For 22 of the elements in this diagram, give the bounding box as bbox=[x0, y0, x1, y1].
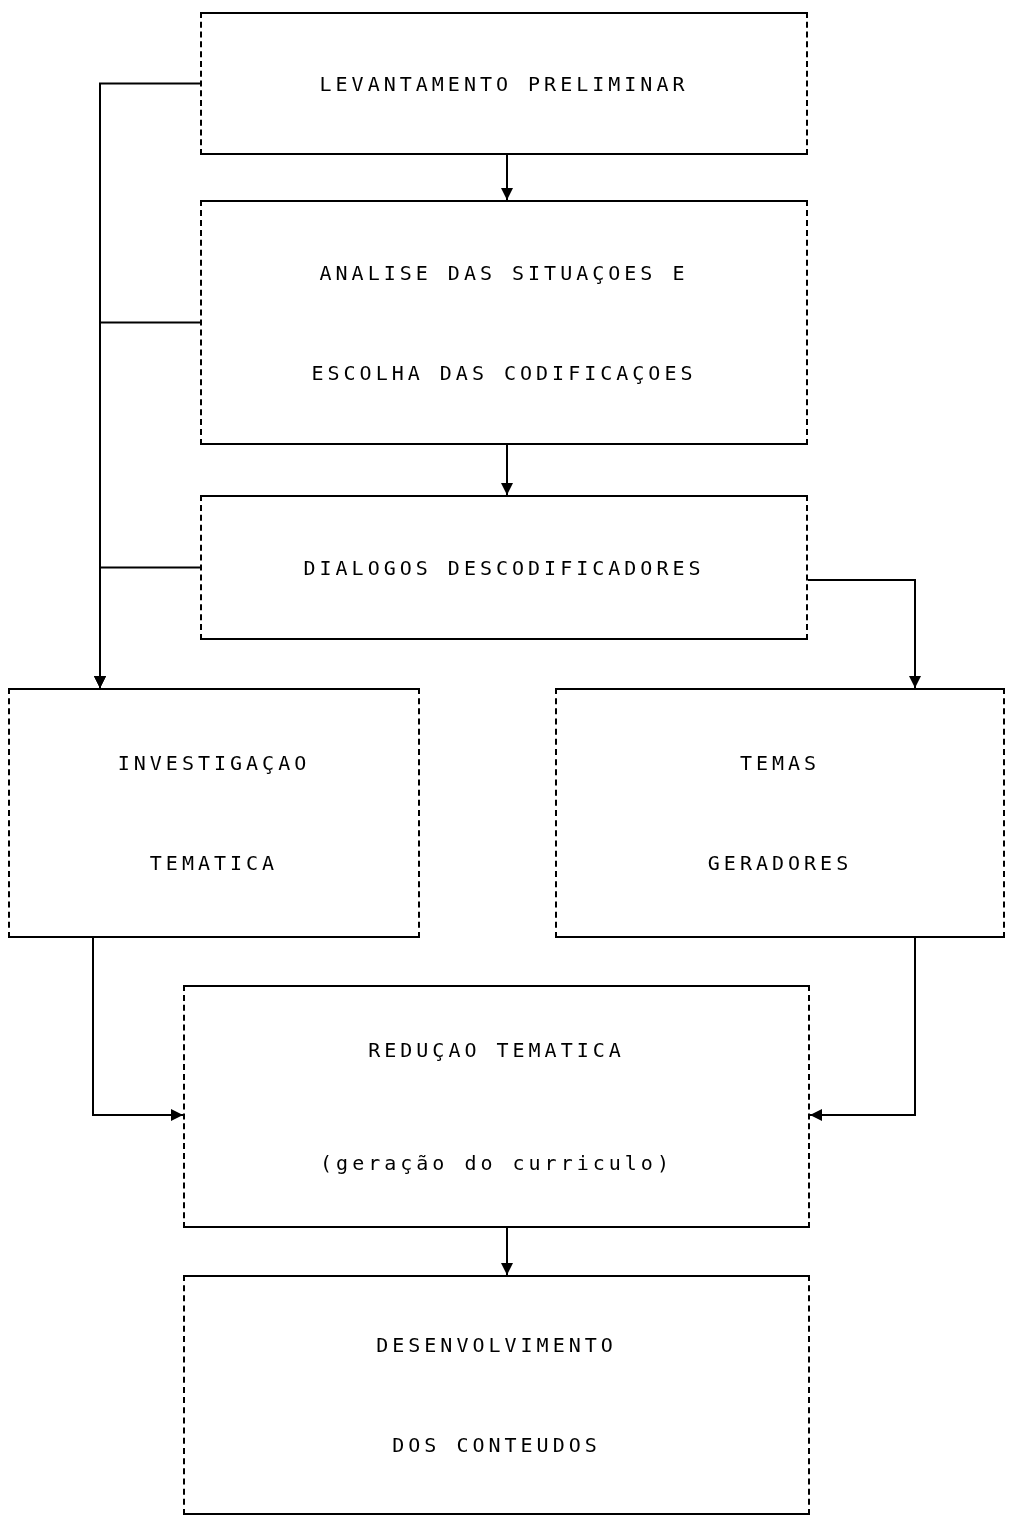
node-label: (geração do curriculo) bbox=[319, 1150, 674, 1177]
process-box bbox=[200, 495, 808, 640]
arrow bbox=[809, 937, 916, 1121]
node-label: LEVANTAMENTO PRELIMINAR bbox=[318, 70, 690, 98]
node-label: ANALISE DAS SITUAÇOES E ESCOLHA DAS CODIFICAÇOES bbox=[310, 259, 698, 387]
process-box bbox=[183, 985, 810, 1228]
process-box bbox=[8, 688, 420, 938]
process-box bbox=[200, 12, 808, 155]
node-label: DIALOGOS DESCODIFICADORES bbox=[302, 554, 706, 582]
arrow bbox=[501, 1227, 513, 1276]
arrow bbox=[807, 579, 921, 689]
process-box bbox=[555, 688, 1005, 938]
node-label: REDUÇAO TEMATICA bbox=[367, 1037, 626, 1064]
node-label: INVESTIGAÇAO TEMATICA bbox=[116, 750, 312, 877]
process-box bbox=[200, 200, 808, 445]
node-label: DESENVOLVIMENTO DOS CONTEUDOS bbox=[375, 1332, 618, 1459]
process-box bbox=[183, 1275, 810, 1515]
arrow bbox=[501, 154, 513, 201]
arrow bbox=[94, 566, 201, 689]
arrow bbox=[92, 937, 184, 1121]
node-label: TEMAS GERADORES bbox=[706, 750, 854, 877]
arrow bbox=[501, 444, 513, 496]
